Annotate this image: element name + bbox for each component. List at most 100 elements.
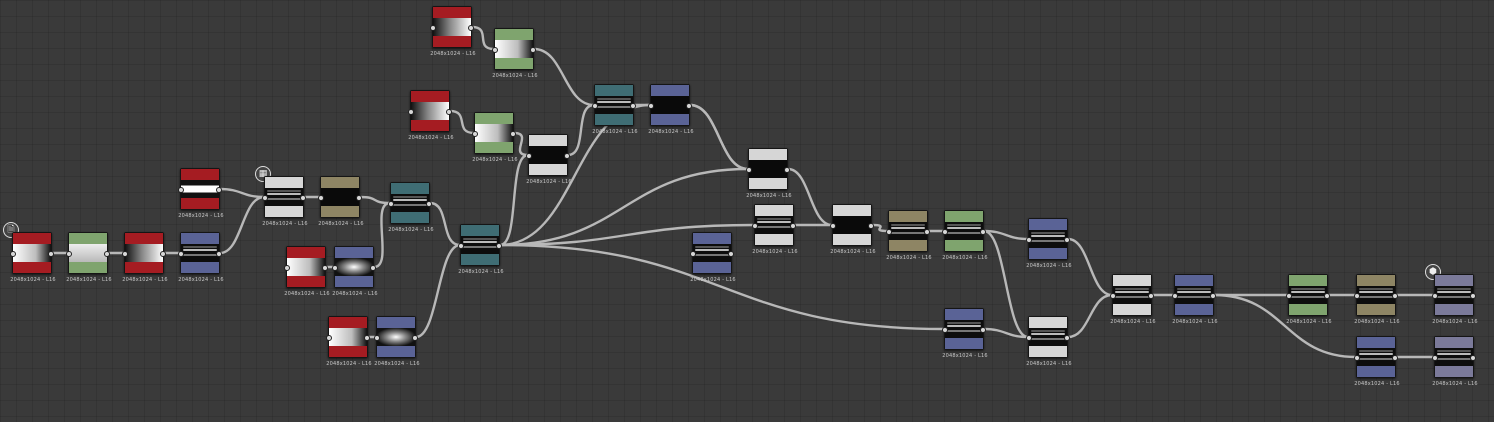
input-port[interactable] (886, 229, 892, 235)
graph-node[interactable]: 2048x1024 - L16 (408, 90, 454, 141)
graph-node[interactable]: 2048x1024 - L16 (1432, 274, 1478, 325)
output-port[interactable] (496, 243, 502, 249)
graph-node[interactable]: 2048x1024 - L16 (1026, 316, 1072, 367)
output-port[interactable] (564, 153, 570, 159)
input-port[interactable] (592, 103, 598, 109)
connection-wire[interactable] (219, 195, 265, 255)
graph-node[interactable]: 2048x1024 - L16 (1026, 218, 1072, 269)
input-port[interactable] (122, 251, 128, 257)
output-port[interactable] (790, 223, 796, 229)
output-port[interactable] (728, 251, 734, 257)
input-port[interactable] (1110, 293, 1116, 299)
input-port[interactable] (942, 229, 948, 235)
input-port[interactable] (690, 251, 696, 257)
output-port[interactable] (160, 251, 166, 257)
input-port[interactable] (10, 251, 16, 257)
output-port[interactable] (868, 223, 874, 229)
graph-node[interactable]: 2048x1024 - L16 (690, 232, 736, 283)
connection-wire[interactable] (373, 201, 391, 269)
input-port[interactable] (458, 243, 464, 249)
graph-node[interactable]: 2048x1024 - L16 (492, 28, 538, 79)
input-port[interactable] (648, 103, 654, 109)
connection-wire[interactable] (1213, 293, 1357, 359)
output-port[interactable] (980, 229, 986, 235)
connection-wire[interactable] (871, 223, 889, 233)
input-port[interactable] (492, 47, 498, 53)
graph-node[interactable]: 2048x1024 - L16 (388, 182, 434, 233)
graph-node[interactable]: 2048x1024 - L16 (332, 246, 378, 297)
output-port[interactable] (980, 327, 986, 333)
connection-wire[interactable] (471, 25, 495, 51)
connection-wire[interactable] (449, 109, 475, 135)
connection-wire[interactable] (983, 327, 1029, 339)
output-port[interactable] (48, 251, 54, 257)
graph-node[interactable]: 2048x1024 - L16 (1172, 274, 1218, 325)
output-port[interactable] (216, 251, 222, 257)
output-port[interactable] (1470, 293, 1476, 299)
input-port[interactable] (472, 131, 478, 137)
connection-wire[interactable] (983, 229, 1029, 241)
input-port[interactable] (526, 153, 532, 159)
connection-wire[interactable] (359, 195, 391, 205)
input-port[interactable] (1026, 237, 1032, 243)
graph-node[interactable]: 2048x1024 - L16 (284, 246, 330, 297)
output-port[interactable] (468, 25, 474, 31)
connection-wire[interactable] (787, 167, 833, 227)
output-port[interactable] (1064, 237, 1070, 243)
output-port[interactable] (370, 265, 376, 271)
output-port[interactable] (412, 335, 418, 341)
graph-node[interactable]: 2048x1024 - L16 (752, 204, 798, 255)
graph-node[interactable]: 2048x1024 - L16 (1354, 336, 1400, 387)
graph-node[interactable]: 2048x1024 - L16 (10, 232, 56, 283)
connection-wire[interactable] (983, 229, 1029, 339)
output-port[interactable] (630, 103, 636, 109)
connection-wire[interactable] (219, 187, 265, 199)
connection-wire[interactable] (499, 167, 749, 247)
input-port[interactable] (408, 109, 414, 115)
graph-node[interactable]: 2048x1024 - L16 (472, 112, 518, 163)
graph-node[interactable]: 2048x1024 - L16 (326, 316, 372, 367)
input-port[interactable] (388, 201, 394, 207)
output-port[interactable] (1210, 293, 1216, 299)
connection-wire[interactable] (499, 153, 529, 247)
input-port[interactable] (318, 195, 324, 201)
input-port[interactable] (66, 251, 72, 257)
output-port[interactable] (530, 47, 536, 53)
output-port[interactable] (686, 103, 692, 109)
graph-node[interactable]: 2048x1024 - L16 (648, 84, 694, 135)
output-port[interactable] (216, 187, 222, 193)
input-port[interactable] (1172, 293, 1178, 299)
connection-wire[interactable] (499, 103, 651, 247)
output-port[interactable] (356, 195, 362, 201)
input-port[interactable] (178, 187, 184, 193)
input-port[interactable] (1432, 293, 1438, 299)
graph-node[interactable]: 2048x1024 - L16 (178, 168, 224, 219)
connection-wire[interactable] (513, 131, 529, 157)
connection-wire[interactable] (533, 47, 595, 107)
output-port[interactable] (446, 109, 452, 115)
graph-node[interactable]: 2048x1024 - L16 (262, 176, 308, 227)
connection-wire[interactable] (1067, 293, 1113, 339)
connection-wire[interactable] (567, 103, 595, 157)
input-port[interactable] (284, 265, 290, 271)
output-port[interactable] (784, 167, 790, 173)
output-port[interactable] (1392, 293, 1398, 299)
graph-node[interactable]: 2048x1024 - L16 (178, 232, 224, 283)
input-port[interactable] (1026, 335, 1032, 341)
graph-node[interactable]: 2048x1024 - L16 (830, 204, 876, 255)
connection-wire[interactable] (499, 243, 945, 331)
output-port[interactable] (1392, 355, 1398, 361)
connection-wire[interactable] (415, 243, 461, 339)
input-port[interactable] (1432, 355, 1438, 361)
graph-node[interactable]: 2048x1024 - L16 (746, 148, 792, 199)
input-port[interactable] (1286, 293, 1292, 299)
output-port[interactable] (510, 131, 516, 137)
graph-node[interactable]: 2048x1024 - L16 (318, 176, 364, 227)
output-port[interactable] (1324, 293, 1330, 299)
input-port[interactable] (374, 335, 380, 341)
graph-node[interactable]: 2048x1024 - L16 (942, 308, 988, 359)
input-port[interactable] (746, 167, 752, 173)
input-port[interactable] (262, 195, 268, 201)
input-port[interactable] (178, 251, 184, 257)
